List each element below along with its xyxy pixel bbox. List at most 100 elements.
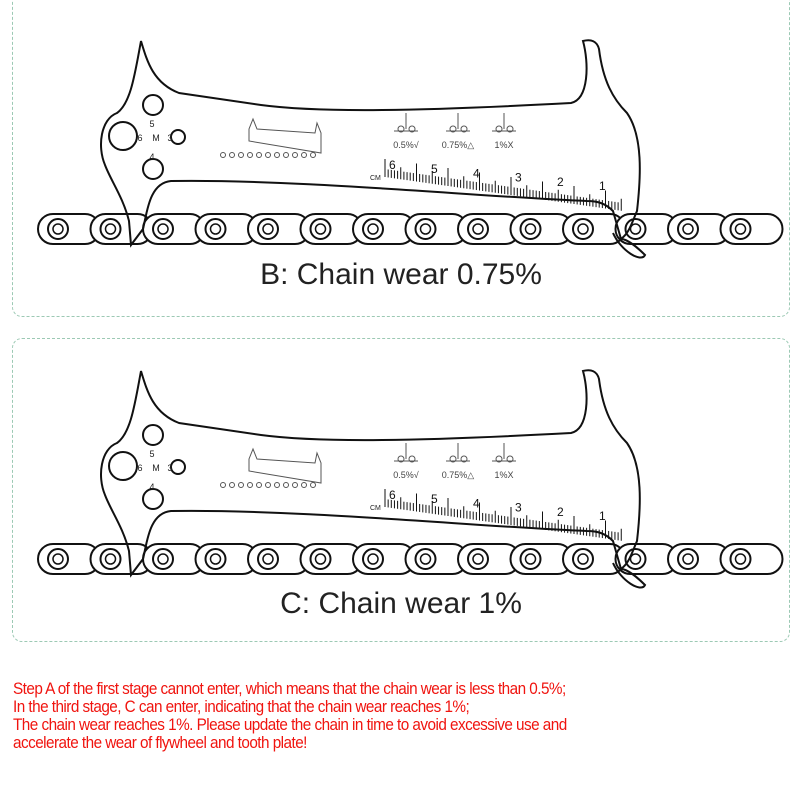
wear-indicator-label: 0.75%△ [442,140,475,150]
ruler-number: 5 [431,492,438,506]
hole-4 [142,158,164,180]
hole-3 [170,459,186,475]
mini-chain-icon [247,152,253,158]
mini-chain-icon [301,482,307,488]
ruler-number: 6 [389,158,396,172]
hole-label: M [152,463,160,473]
tool-outline [100,369,641,578]
mini-chain-icon [292,482,298,488]
hole-label: M [152,133,160,143]
hole-label: 4 [149,152,154,162]
chain-pin [524,223,537,235]
wear-indicator-icon [408,455,416,463]
hole-label: 3 [167,133,172,143]
wear-indicator-icon [495,455,503,463]
instructions-text: Step A of the first stage cannot enter, … [13,680,787,752]
mini-chain-icon [220,482,226,488]
chain [37,213,784,245]
mini-chain-icon [220,152,226,158]
mini-chain-icon [238,482,244,488]
chain-pin [419,553,432,565]
wear-indicator-icon [408,125,416,133]
mini-chain-icon [265,152,271,158]
hole-label: 5 [149,449,154,459]
hole-label: 3 [167,463,172,473]
mini-chain-icon [238,152,244,158]
ruler-number: 1 [599,509,606,523]
chain-pin [367,223,379,235]
note-line: The chain wear reaches 1%. Please update… [13,715,567,734]
chain-pin [472,223,484,235]
mini-chain-icon [310,152,316,158]
mini-chain-icon [247,482,253,488]
wear-indicator-icon [397,455,405,463]
mini-tool-icon [248,447,322,484]
chain-pin [209,223,222,235]
wear-indicator-icon [460,125,468,133]
chain [37,543,784,575]
hole-5 [142,424,164,446]
note-line: accelerate the wear of flywheel and toot… [13,733,307,752]
chain-pin [682,553,694,565]
mini-chain-icon [256,152,262,158]
chain-pin [262,553,274,565]
ruler-number: 2 [557,505,564,519]
chain-pin [577,223,589,235]
tool-hook [612,232,647,259]
panel-caption: B: Chain wear 0.75% [260,258,542,291]
wear-indicator-icon [397,125,405,133]
mini-chain-icon [274,482,280,488]
hole-6 [108,121,138,151]
wear-indicator-icon [506,125,514,133]
chain-pin [157,553,169,565]
hole-5 [142,94,164,116]
mini-chain-icon [283,152,289,158]
chain-pin [104,553,117,565]
ruler-number: 1 [599,179,606,193]
chain-pin [367,553,379,565]
hole-4 [142,488,164,510]
mini-chain-icon [265,482,271,488]
panel-caption: C: Chain wear 1% [280,587,522,620]
chain-pin [734,553,747,565]
mini-chain-icon [283,482,289,488]
hole-label: 6 [137,133,142,143]
chain-pin [209,553,222,565]
chain-pin [629,553,642,565]
tool-outline [100,39,641,248]
wear-indicator-icon [449,455,457,463]
mini-chain-icon [256,482,262,488]
tool-hook [612,562,647,589]
note-line: Step A of the first stage cannot enter, … [13,679,566,698]
wear-indicator-label: 1%X [494,140,513,150]
wear-indicator-label: 0.5%√ [393,140,419,150]
wear-indicator-icon [506,455,514,463]
ruler-number: 3 [515,171,522,185]
chain-pin [262,223,274,235]
chain-pin [629,223,642,235]
chain-pin [314,223,327,235]
mini-chain-icon [274,152,280,158]
hole-3 [170,129,186,145]
ruler-number: 4 [473,496,480,510]
note-line: In the third stage, C can enter, indicat… [13,697,470,716]
chain-pin [52,553,64,565]
ruler-number: 4 [473,166,480,180]
hole-6 [108,451,138,481]
hole-label: 4 [149,482,154,492]
ruler-number: 6 [389,488,396,502]
mini-chain-icon [292,152,298,158]
wear-indicator-label: 1%X [494,470,513,480]
chain-pin [157,223,169,235]
chain-pin [682,223,694,235]
hole-label: 6 [137,463,142,473]
chain-pin [472,553,484,565]
ruler-number: 5 [431,162,438,176]
hole-label: 5 [149,119,154,129]
